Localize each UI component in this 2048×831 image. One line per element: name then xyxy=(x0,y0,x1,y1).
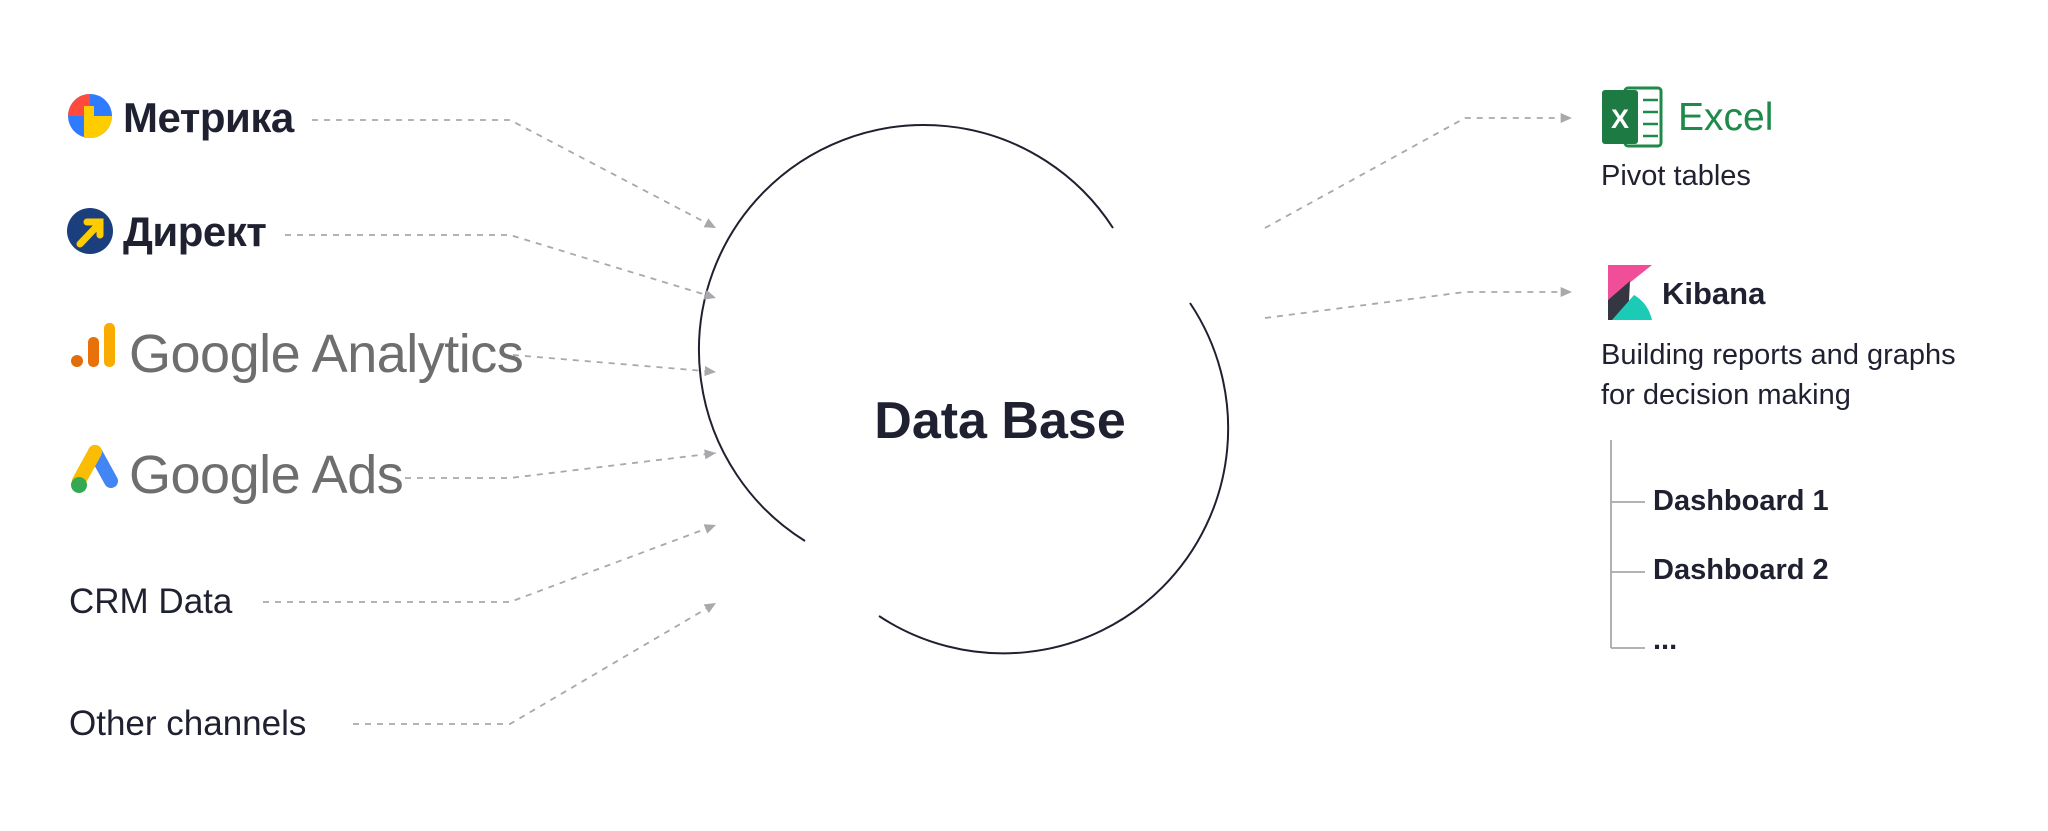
kibana-description-line-1: Building reports and graphs xyxy=(1601,339,1956,371)
svg-text:X: X xyxy=(1611,104,1629,134)
connector-excel xyxy=(1264,112,1572,229)
excel-description: Pivot tables xyxy=(1601,160,1751,192)
connector-direkt xyxy=(285,234,717,300)
crm-data-label: CRM Data xyxy=(69,582,233,621)
direkt-label: Директ xyxy=(123,208,267,255)
google-analytics-product: Analytics xyxy=(311,324,524,384)
google-analytics-label: Google Analytics xyxy=(129,324,524,384)
kibana-description-line-2: for decision making xyxy=(1601,379,1851,411)
connector-kibana xyxy=(1264,286,1572,319)
connector-metrika xyxy=(312,119,717,229)
excel-label: Excel xyxy=(1678,96,1774,139)
yandex-metrica-icon xyxy=(68,94,112,138)
google-ads-product: Ads xyxy=(311,445,404,505)
google-ads-label: Google Ads xyxy=(129,445,404,505)
connector-crm xyxy=(263,524,717,603)
google-ads-icon xyxy=(71,445,118,493)
dashboard-item-1: Dashboard 1 xyxy=(1653,485,1829,517)
database-circle-arc-right xyxy=(878,302,1230,655)
connector-other xyxy=(353,602,717,725)
connector-google-ads xyxy=(405,449,717,479)
yandex-direct-icon xyxy=(67,208,113,254)
kibana-icon xyxy=(1608,265,1652,320)
metrika-label: Метрика xyxy=(123,94,294,141)
other-channels-label: Other channels xyxy=(69,704,307,743)
database-label: Data Base xyxy=(874,392,1126,450)
kibana-label: Kibana xyxy=(1662,276,1766,311)
dashboard-item-more: ... xyxy=(1653,624,1678,656)
google-ads-brand: Google xyxy=(129,445,301,505)
google-analytics-brand: Google xyxy=(129,324,301,384)
excel-icon: X xyxy=(1602,86,1663,148)
connector-google-analytics xyxy=(512,354,717,377)
database-circle-arc-left xyxy=(698,124,1114,542)
dashboard-item-2: Dashboard 2 xyxy=(1653,554,1829,586)
google-analytics-icon xyxy=(71,323,115,367)
